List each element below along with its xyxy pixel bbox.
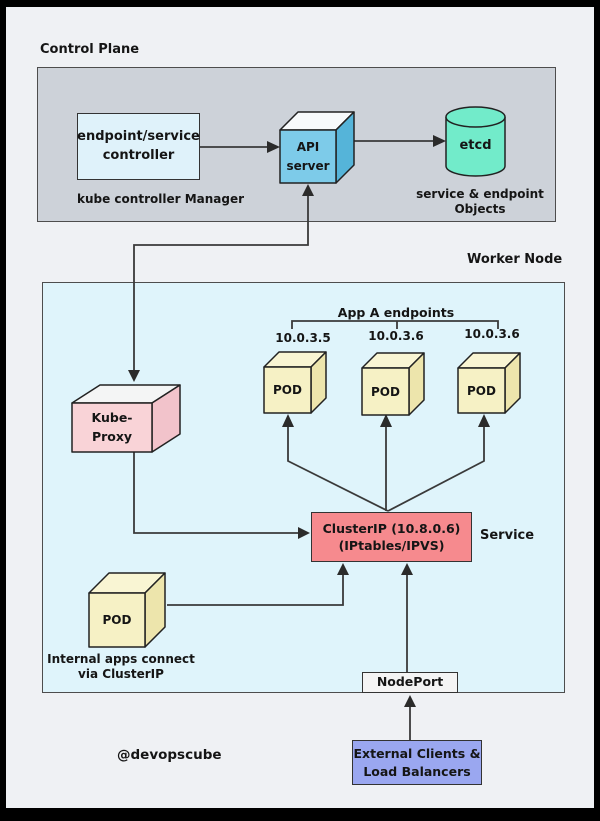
arrowhead-into-kubeproxy	[128, 370, 140, 382]
endpoint-service-controller-box: endpoint/service controller	[77, 113, 200, 180]
api-server-label: API server	[280, 130, 336, 183]
pod2-cube-front	[361, 367, 410, 416]
pod2-ip-label: 10.0.3.6	[368, 329, 424, 343]
pod1-label-text: POD	[273, 383, 302, 397]
arrowhead-into-clusterip-bottom1	[337, 563, 349, 575]
external-clients-box: External Clients & Load Balancers	[352, 740, 482, 785]
internal-apps-caption: Internal apps connect via ClusterIP	[47, 652, 195, 682]
frame-bottom	[0, 808, 600, 821]
pod2-label-text: POD	[371, 384, 400, 399]
pod1-ip-label: 10.0.3.5	[275, 331, 331, 345]
pod2-label: POD	[362, 368, 409, 415]
arrowhead-into-api-bottom	[302, 184, 314, 196]
clusterip-label-line2: (IPtables/IPVS)	[338, 538, 445, 553]
api-label-line2: server	[286, 158, 330, 173]
objects-caption-line2: Objects	[454, 202, 506, 216]
app-a-endpoints-caption: App A endpoints	[337, 305, 455, 320]
connector-lines	[133, 140, 499, 740]
pod1-cube	[263, 351, 327, 414]
arrowhead-into-clusterip-left	[298, 527, 310, 539]
arrow-clusterip-to-pod1	[287, 427, 389, 512]
link-api-kubeproxy	[133, 195, 309, 371]
pod3-label: POD	[458, 368, 505, 413]
frame-right	[594, 0, 600, 821]
pod3-cube	[457, 352, 521, 414]
clusterip-label-line1: ClusterIP (10.8.0.6)	[322, 520, 461, 536]
arrow-internalpod-to-clusterip	[167, 574, 344, 606]
frame-top	[0, 0, 600, 7]
etcd-label-text: etcd	[459, 138, 492, 154]
kube-proxy-cube-front	[71, 402, 153, 453]
credit-watermark: @devopscube	[117, 747, 222, 763]
controller-label-line2: controller	[102, 147, 175, 163]
internal-caption-line1: Internal apps connect	[47, 652, 195, 666]
pod3-cube-front	[457, 367, 506, 414]
arrowhead-into-etcd	[433, 135, 446, 147]
pod3-label-text: POD	[467, 383, 496, 398]
arrow-clusterip-to-pod3	[387, 427, 485, 512]
control-plane-title: Control Plane	[40, 42, 140, 57]
endpoints-bracket	[291, 320, 499, 329]
etcd-cylinder-top	[445, 106, 506, 128]
internal-pod-label-text: POD	[102, 613, 132, 627]
kube-proxy-label: Kube-Proxy	[72, 403, 152, 452]
cluster-ip-box: ClusterIP (10.8.0.6) (IPtables/IPVS)	[311, 512, 472, 562]
api-server-cube	[279, 111, 355, 184]
arrowhead-into-api-left	[267, 141, 280, 153]
service-endpoint-objects-caption: service & endpoint Objects	[416, 187, 544, 217]
arrow-kubeproxy-to-clusterip	[133, 452, 299, 534]
pod3-ip-label: 10.0.3.6	[464, 327, 520, 341]
etcd-label: etcd	[446, 133, 505, 159]
service-caption: Service	[480, 528, 535, 543]
internal-pod-cube	[88, 572, 166, 648]
arrowhead-into-nodeport	[404, 695, 416, 707]
arrowheads	[128, 135, 490, 707]
external-label-line2: Load Balancers	[363, 763, 471, 779]
pod1-label: POD	[264, 367, 311, 413]
kube-proxy-label-text: Kube-Proxy	[91, 409, 133, 444]
arrowhead-into-pod2	[380, 414, 392, 427]
internal-caption-line2: via ClusterIP	[78, 667, 164, 681]
arrowhead-into-pod1	[282, 414, 294, 427]
node-port-box: NodePort	[362, 672, 458, 693]
kube-controller-manager-caption: kube controller Manager	[77, 192, 245, 206]
objects-caption-line1: service & endpoint	[416, 187, 544, 201]
frame-left	[0, 0, 6, 821]
worker-node-title: Worker Node	[467, 252, 563, 267]
pod2-cube	[361, 352, 425, 416]
nodeport-label: NodePort	[376, 674, 444, 690]
kube-proxy-cube	[71, 384, 181, 453]
controller-label-line1: endpoint/service	[77, 129, 200, 145]
internal-pod-cube-front	[88, 592, 146, 648]
etcd-cylinder-body	[445, 117, 506, 177]
pod1-cube-front	[263, 366, 312, 414]
api-server-cube-front	[279, 129, 337, 184]
external-label-line1: External Clients &	[353, 746, 481, 761]
internal-pod-label: POD	[89, 593, 145, 647]
api-label-line1: API	[296, 139, 320, 154]
arrowhead-into-pod3	[478, 414, 490, 427]
etcd-cylinder	[445, 106, 506, 177]
arrowhead-into-clusterip-bottom2	[401, 563, 413, 575]
